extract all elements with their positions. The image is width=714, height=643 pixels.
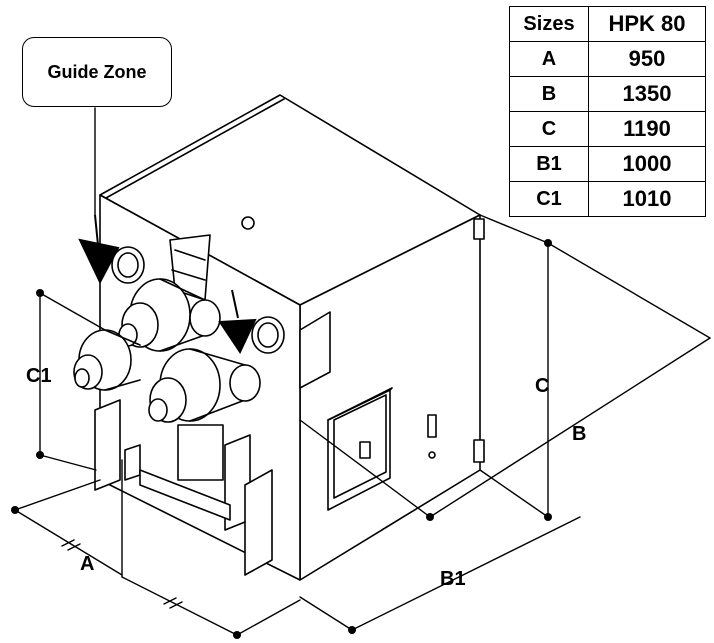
control-box <box>327 387 393 511</box>
table-cell: 950 <box>588 41 706 77</box>
table-cell: 1010 <box>588 181 706 217</box>
roller-upper <box>118 278 221 352</box>
table-cell: B1 <box>509 146 589 182</box>
table-cell: 1350 <box>588 76 706 112</box>
table-row: C 1190 <box>509 111 706 147</box>
table-row: B 1350 <box>509 76 706 112</box>
table-cell: C <box>509 111 589 147</box>
table-cell: 1000 <box>588 146 706 182</box>
guide-zone-callout: Guide Zone <box>22 37 172 107</box>
dim-label-c: C <box>535 375 549 397</box>
dim-label-a: A <box>80 553 94 575</box>
size-table: Sizes HPK 80 A 950 B 1350 C 1190 B1 1000… <box>509 6 706 217</box>
roller-lower <box>148 348 261 423</box>
dimension-points <box>11 239 552 639</box>
table-cell: B <box>509 76 589 112</box>
table-cell: A <box>509 41 589 77</box>
guide-arrows <box>78 214 257 355</box>
table-header: HPK 80 <box>588 6 706 42</box>
table-cell: 1190 <box>588 111 706 147</box>
table-row: B1 1000 <box>509 146 706 182</box>
dim-label-b1: B1 <box>440 568 466 590</box>
table-cell: C1 <box>509 181 589 217</box>
dimension-lines <box>14 107 711 636</box>
table-header: Sizes <box>509 6 589 42</box>
dim-label-c1: C1 <box>26 365 52 387</box>
table-row: A 950 <box>509 41 706 77</box>
dim-label-b: B <box>572 423 586 445</box>
roller-left <box>73 329 141 391</box>
table-header-row: Sizes HPK 80 <box>509 6 706 42</box>
table-row: C1 1010 <box>509 181 706 217</box>
